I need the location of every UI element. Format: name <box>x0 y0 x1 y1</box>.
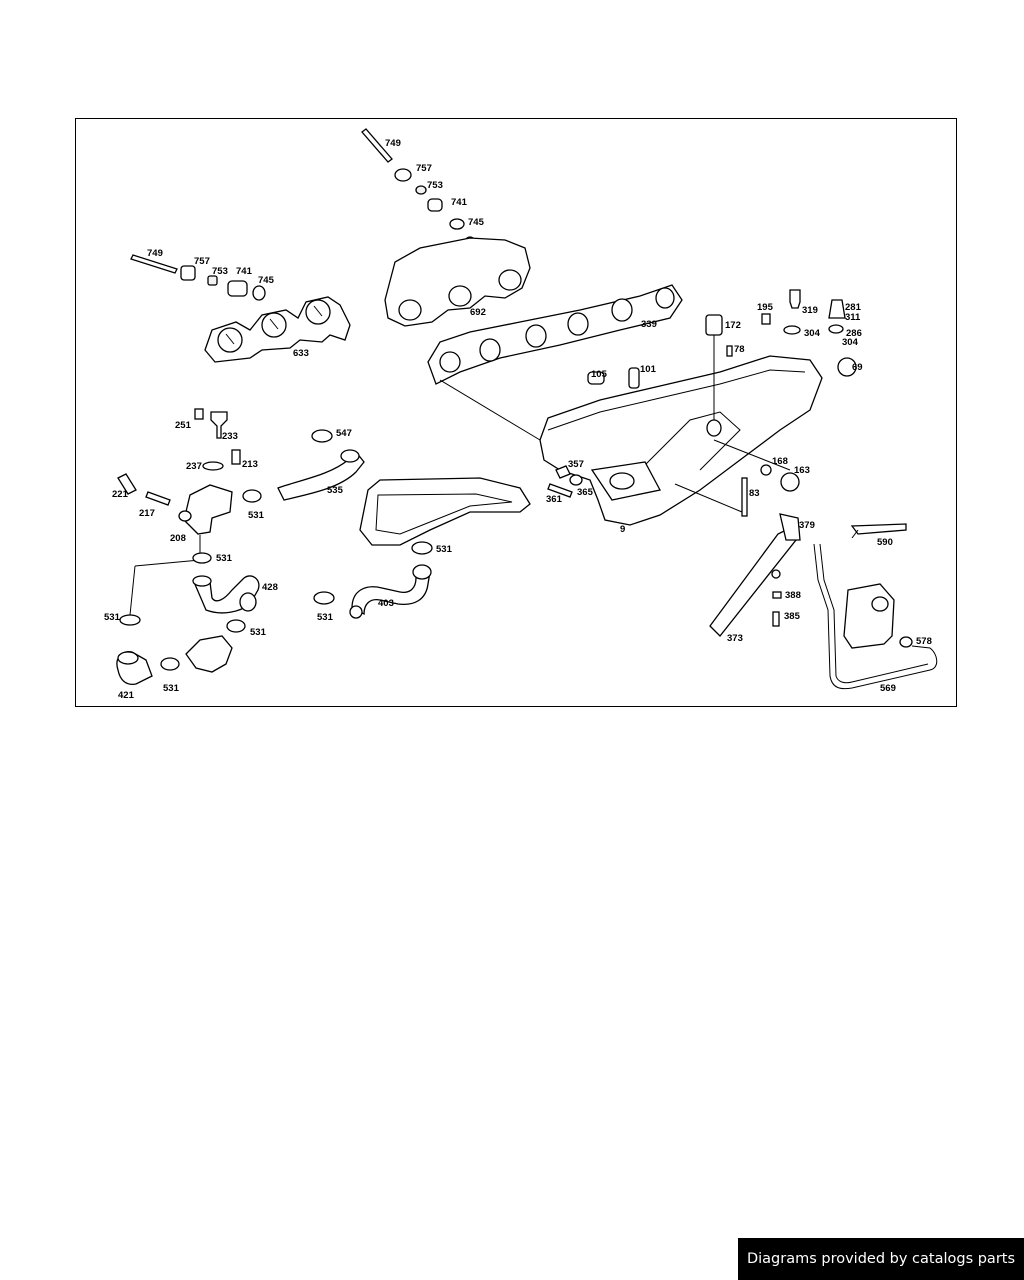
part-label: 208 <box>170 533 186 544</box>
part-label: 547 <box>336 428 352 439</box>
part-label: 531 <box>163 683 180 694</box>
part-number-labels: 749 757 753 741 745 749 757 753 741 745 … <box>104 138 932 701</box>
part-label: 319 <box>802 305 818 316</box>
footer-credit: Diagrams provided by catalogs parts <box>738 1238 1024 1280</box>
connector-fitting <box>185 619 246 673</box>
clip-590 <box>850 523 907 539</box>
part-label: 9 <box>620 524 625 535</box>
hose-428 <box>192 552 260 614</box>
top-fitting-stack <box>361 128 475 244</box>
part-label: 535 <box>327 485 344 496</box>
part-label: 83 <box>749 488 760 499</box>
part-label: 168 <box>772 456 788 467</box>
part-label: 311 <box>845 312 861 323</box>
part-label: 757 <box>416 163 432 174</box>
hose-421 <box>116 614 180 686</box>
part-label: 531 <box>248 510 265 521</box>
part-label: 745 <box>258 275 275 286</box>
part-label: 304 <box>842 337 859 348</box>
part-label: 531 <box>250 627 267 638</box>
diagram-frame <box>75 118 957 707</box>
gasket-339 <box>427 284 683 385</box>
part-label: 385 <box>784 611 801 622</box>
part-label: 237 <box>186 461 202 472</box>
part-label: 78 <box>734 344 745 355</box>
part-label: 373 <box>727 633 743 644</box>
part-label: 578 <box>916 636 932 647</box>
part-label: 531 <box>216 553 233 564</box>
part-label: 213 <box>242 459 258 470</box>
part-label: 105 <box>591 369 608 380</box>
part-label: 531 <box>317 612 334 623</box>
part-label: 286 <box>846 328 862 339</box>
part-label: 379 <box>799 520 815 531</box>
part-label: 531 <box>104 612 121 623</box>
part-label: 749 <box>385 138 401 149</box>
part-label: 101 <box>640 364 657 375</box>
part-label: 741 <box>236 266 253 277</box>
exhaust-manifold-692 <box>384 237 531 327</box>
part-label: 217 <box>139 508 155 519</box>
part-label: 590 <box>877 537 893 548</box>
part-label: 388 <box>785 590 801 601</box>
part-label: 365 <box>577 487 594 498</box>
part-label: 753 <box>427 180 443 191</box>
part-label: 403 <box>378 598 394 609</box>
bracket-373 <box>709 513 801 637</box>
part-label: 757 <box>194 256 210 267</box>
part-label: 357 <box>568 459 584 470</box>
part-label: 692 <box>470 307 486 318</box>
part-label: 195 <box>757 302 774 313</box>
intake-manifold-9 <box>539 355 823 526</box>
part-label: 304 <box>804 328 821 339</box>
left-sensor-cluster <box>117 408 262 616</box>
part-label: 633 <box>293 348 309 359</box>
part-label: 531 <box>436 544 453 555</box>
part-label: 428 <box>262 582 278 593</box>
part-label: 361 <box>546 494 563 505</box>
part-label: 221 <box>112 489 129 500</box>
part-label: 421 <box>118 690 135 701</box>
part-label: 741 <box>451 197 468 208</box>
part-label: 251 <box>175 420 192 431</box>
exhaust-manifold-633 <box>204 296 351 363</box>
bolt-group-357 <box>547 465 583 498</box>
part-label: 745 <box>468 217 485 228</box>
part-label: 163 <box>794 465 810 476</box>
reservoir-569 <box>813 543 938 690</box>
hose-535 <box>277 429 365 501</box>
left-fitting-stack <box>130 254 266 301</box>
hose-403 <box>313 564 432 619</box>
part-label: 339 <box>641 319 657 330</box>
part-label: 281 <box>845 302 862 313</box>
part-label: 753 <box>212 266 228 277</box>
coolant-housing-cover <box>359 477 531 555</box>
part-label: 749 <box>147 248 163 259</box>
part-label: 233 <box>222 431 238 442</box>
part-label: 69 <box>852 362 863 373</box>
upper-right-small-parts <box>439 289 857 517</box>
part-label: 569 <box>880 683 896 694</box>
part-label: 172 <box>725 320 741 331</box>
